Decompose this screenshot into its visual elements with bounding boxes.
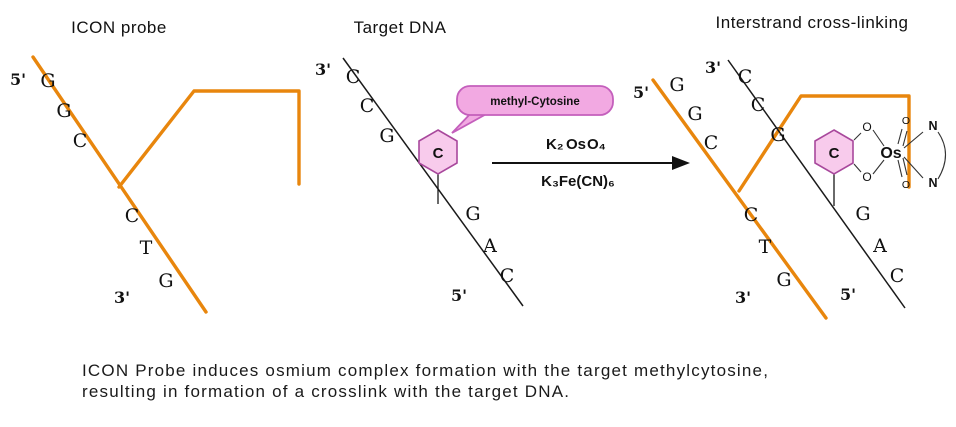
target-dna-3prime-label: 3' bbox=[315, 60, 331, 79]
target-base: C bbox=[751, 94, 766, 116]
complex-bond bbox=[902, 130, 908, 147]
target-dna-5prime-label: 5' bbox=[451, 286, 467, 305]
osmium-complex: O O O O N N Os bbox=[853, 115, 947, 191]
target-base: A bbox=[872, 235, 887, 257]
probe-base: G bbox=[687, 103, 702, 125]
probe-base: C bbox=[73, 130, 88, 152]
target-base: G bbox=[770, 124, 785, 146]
reagent-k2oso4-k2: K₂ bbox=[546, 136, 564, 153]
probe-base: G bbox=[776, 269, 791, 291]
crosslink-methylcytosine-hexagon bbox=[814, 129, 854, 175]
probe-base: C bbox=[704, 132, 719, 154]
crosslink-title: Interstrand cross-linking bbox=[716, 13, 909, 32]
oxygen-label: O bbox=[862, 120, 871, 134]
target-dna-panel: Target DNA 3' C C G C methyl-Cytosine G … bbox=[315, 18, 614, 307]
complex-bond bbox=[872, 159, 885, 175]
target-dna-strand bbox=[342, 57, 524, 307]
complex-bond bbox=[902, 157, 908, 176]
target-base: C bbox=[360, 95, 375, 117]
reagent-k2oso4-o4: O₄ bbox=[587, 136, 606, 153]
complex-bond bbox=[872, 129, 885, 147]
probe-base: G bbox=[56, 100, 71, 122]
probe-base: C bbox=[744, 204, 759, 226]
caption-line-2: resulting in formation of a crosslink wi… bbox=[82, 382, 570, 401]
probe-base: G bbox=[669, 74, 684, 96]
target-base: C bbox=[890, 265, 905, 287]
target-base: C bbox=[738, 66, 753, 88]
oxygen-label: O bbox=[862, 170, 871, 184]
target-base: G bbox=[855, 203, 870, 225]
osmium-label: Os bbox=[880, 145, 901, 162]
probe-base: T bbox=[140, 237, 153, 259]
crosslink-target-3prime-label: 3' bbox=[705, 58, 721, 77]
nitrogen-label: N bbox=[928, 119, 937, 133]
complex-bond bbox=[853, 163, 862, 173]
target-base: C bbox=[500, 265, 515, 287]
probe-base: C bbox=[125, 205, 140, 227]
target-base: C bbox=[346, 66, 361, 88]
icon-probe-5prime-label: 5' bbox=[10, 70, 26, 89]
icon-probe-3prime-label: 3' bbox=[114, 288, 130, 307]
callout-label: methyl-Cytosine bbox=[490, 96, 579, 108]
probe-base: G bbox=[40, 70, 55, 92]
target-base: G bbox=[465, 203, 480, 225]
crosslink-target-5prime-label: 5' bbox=[840, 285, 856, 304]
complex-bond bbox=[897, 128, 903, 145]
reaction-conditions: K₂ Os O₄ K₃Fe(CN)₆ bbox=[492, 136, 690, 190]
nitrogen-label: N bbox=[928, 176, 937, 190]
crosslink-probe-linker bbox=[737, 94, 911, 193]
probe-base: T bbox=[759, 236, 772, 258]
caption: ICON Probe induces osmium complex format… bbox=[82, 361, 769, 401]
reagent-k2oso4-os: Os bbox=[566, 136, 586, 153]
oxo-oxygen-label: O bbox=[902, 179, 910, 191]
complex-bond bbox=[903, 156, 924, 179]
reaction-arrowhead-icon bbox=[672, 156, 690, 170]
crosslink-probe-strand bbox=[651, 78, 828, 320]
icon-probe-linker bbox=[117, 89, 301, 189]
bipyridine-arc bbox=[937, 131, 947, 180]
methylcytosine-hexagon bbox=[418, 129, 458, 175]
methylcytosine-base-label: C bbox=[433, 145, 444, 162]
methyl-cytosine-callout bbox=[456, 85, 614, 116]
target-dna-title: Target DNA bbox=[354, 18, 447, 37]
crosslink-probe-5prime-label: 5' bbox=[633, 83, 649, 102]
icon-probe-title: ICON probe bbox=[71, 18, 167, 37]
complex-bond bbox=[897, 159, 903, 178]
oxo-oxygen-label: O bbox=[902, 115, 910, 127]
target-base: G bbox=[379, 125, 394, 147]
target-base: A bbox=[482, 235, 497, 257]
reagent-k3fecn6: K₃Fe(CN)₆ bbox=[541, 173, 615, 190]
crosslink-methylcytosine-base-label: C bbox=[829, 145, 840, 162]
crosslink-target-strand bbox=[727, 59, 906, 309]
crosslink-probe-3prime-label: 3' bbox=[735, 288, 751, 307]
complex-bond bbox=[903, 131, 924, 149]
complex-bond bbox=[853, 132, 862, 141]
crosslink-panel: Interstrand cross-linking 5' G G C 3' C … bbox=[633, 13, 947, 320]
probe-base: G bbox=[158, 270, 173, 292]
caption-line-1: ICON Probe induces osmium complex format… bbox=[82, 361, 769, 380]
icon-probe-panel: ICON probe 5' G G C C T G 3' bbox=[10, 18, 301, 314]
